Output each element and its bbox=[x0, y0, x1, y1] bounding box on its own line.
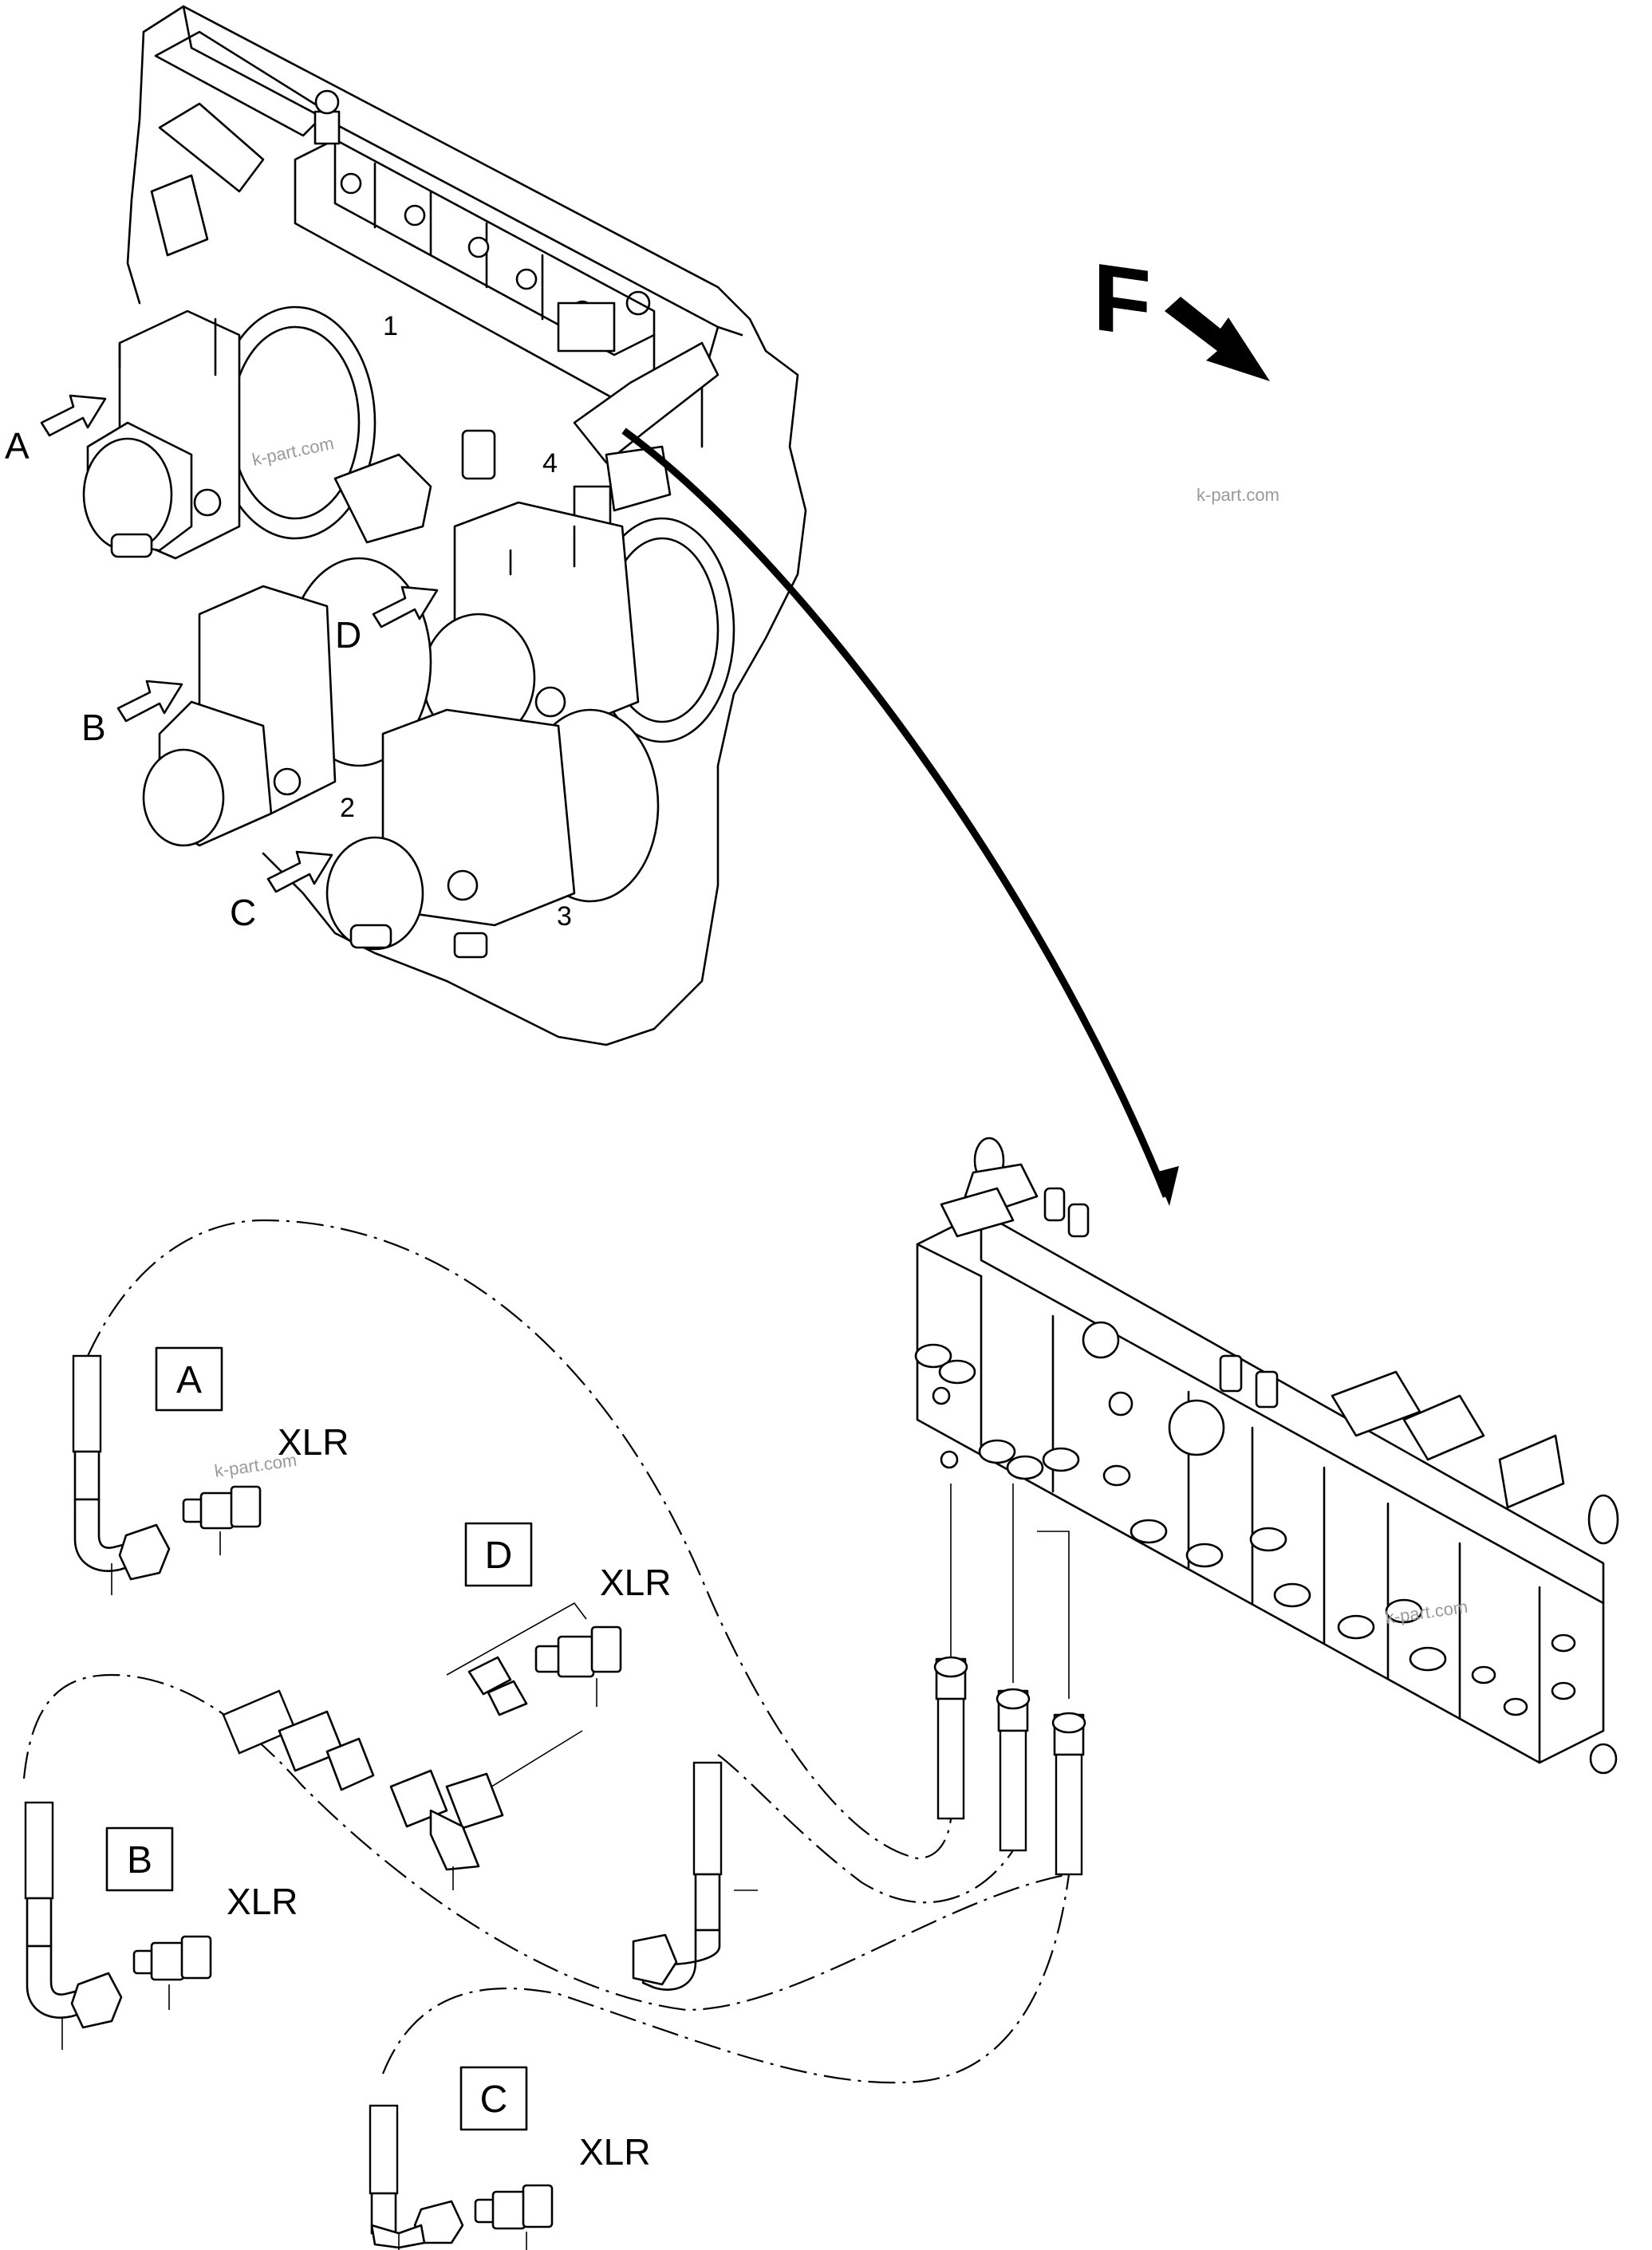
view-direction-arrow-icon bbox=[40, 394, 107, 437]
detail-d: D XLR bbox=[464, 1522, 671, 1716]
hose-assembly-icon bbox=[641, 1761, 723, 1991]
watermark-text: k-part.com bbox=[1197, 485, 1279, 505]
straight-adapter-icon bbox=[132, 1935, 212, 2010]
hose-assembly-icon bbox=[222, 1689, 375, 1791]
straight-adapter-icon bbox=[534, 1625, 622, 1707]
view-arrow-c-label: C bbox=[230, 892, 256, 933]
view-direction-arrows: A B C D bbox=[5, 394, 439, 933]
detail-box-b-label: B bbox=[127, 1839, 152, 1882]
view-arrow-d-label: D bbox=[335, 614, 361, 656]
part-number-3: 3 bbox=[557, 901, 572, 932]
elbow-fitting-icon bbox=[413, 2200, 464, 2244]
hose-middle bbox=[632, 1761, 758, 1991]
detail-box-b bbox=[105, 1826, 174, 1892]
view-direction-arrow-icon bbox=[372, 585, 439, 629]
view-marker-f-label: F bbox=[1093, 242, 1151, 358]
detail-c: C XLR bbox=[369, 2066, 650, 2250]
part-number-1: 1 bbox=[383, 311, 398, 341]
control-valve-block: k-part.com k-part.com k-part.com k-part.… bbox=[213, 433, 1619, 1775]
elbow-fitting-icon bbox=[467, 1656, 528, 1716]
view-marker-f: F bbox=[1093, 242, 1270, 381]
leader-curve bbox=[621, 428, 1170, 1198]
view-arrow-d: D bbox=[335, 585, 439, 656]
hoses-at-valve-block bbox=[933, 1656, 1086, 1876]
detail-box-d bbox=[464, 1522, 533, 1587]
leader-curve-tip bbox=[1155, 1166, 1179, 1206]
straight-adapter-icon bbox=[474, 2184, 554, 2250]
detail-box-a-label: A bbox=[176, 1359, 202, 1401]
view-arrow-b: B bbox=[81, 680, 183, 748]
hose-assembly-icon bbox=[933, 1656, 968, 1820]
pump-motor-3 bbox=[325, 708, 660, 959]
detail-box-a bbox=[155, 1346, 223, 1412]
view-arrow-a: A bbox=[5, 394, 107, 467]
fitting-label-xlr-d: XLR bbox=[600, 1562, 671, 1603]
lifting-eye-icon bbox=[1587, 1494, 1619, 1545]
straight-adapter-icon bbox=[182, 1485, 262, 1555]
detail-box-c bbox=[459, 2066, 528, 2131]
view-direction-arrow-icon bbox=[266, 850, 333, 893]
detail-box-d-label: D bbox=[485, 1535, 513, 1577]
hose-assembly-icon bbox=[1051, 1712, 1086, 1876]
fitting-label-xlr-c: XLR bbox=[579, 2131, 650, 2173]
hose-assembly-icon bbox=[996, 1688, 1031, 1852]
elbow-fitting-icon bbox=[118, 1523, 171, 1581]
valve-ports bbox=[914, 1343, 1576, 1716]
fitting-label-xlr-a: XLR bbox=[278, 1421, 349, 1463]
view-arrow-a-label: A bbox=[5, 425, 30, 467]
transmission-assembly: 1 2 3 4 bbox=[82, 5, 807, 1046]
part-number-4: 4 bbox=[542, 448, 558, 479]
tee-fitting-icon bbox=[389, 1769, 504, 1890]
elbow-fitting-icon bbox=[632, 1933, 678, 1986]
part-number-2: 2 bbox=[340, 793, 355, 823]
view-arrow-c: C bbox=[230, 850, 333, 933]
view-direction-arrow-icon bbox=[116, 680, 183, 723]
detail-b: B XLR bbox=[24, 1801, 298, 2050]
elbow-fitting-icon bbox=[70, 1972, 123, 2029]
tee-assembly bbox=[222, 1689, 504, 1890]
view-direction-arrow-icon bbox=[1165, 297, 1270, 381]
detail-box-c-label: C bbox=[480, 2079, 508, 2121]
hose-assembly-icon bbox=[369, 2104, 399, 2235]
detail-a: A XLR bbox=[72, 1346, 349, 1595]
fitting-label-xlr-b: XLR bbox=[227, 1881, 298, 1922]
pump-motor-1 bbox=[82, 305, 496, 560]
hose-routes bbox=[22, 1219, 1070, 2084]
view-arrow-b-label: B bbox=[81, 707, 106, 748]
